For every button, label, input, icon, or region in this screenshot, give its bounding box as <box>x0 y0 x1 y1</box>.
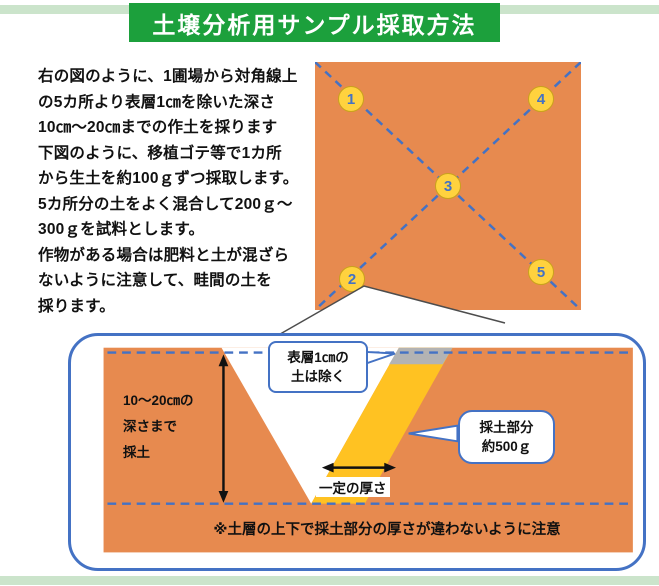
marker-label: 3 <box>443 177 453 195</box>
arrowhead-right <box>384 462 396 473</box>
thickness-label: 一定の厚さ <box>316 477 390 497</box>
depth-label-line: 10～20㎝の <box>123 393 194 408</box>
surface-note-line: 土は除く <box>291 369 345 384</box>
sample-point-marker-4: 4 <box>528 86 554 112</box>
surface-layer-note-bubble: 表層1㎝の 土は除く <box>268 341 368 393</box>
instruction-line: ないように注意して、畦間の土を <box>38 272 272 289</box>
sample-bubble-line: 採土部分 <box>479 420 534 435</box>
sample-point-marker-5: 5 <box>528 259 554 285</box>
arrowhead-left <box>321 462 334 473</box>
instruction-line: 作物がある場合は肥料と土が混ざら <box>38 246 290 264</box>
instruction-line: から生土を約100ｇずつ採取します。 <box>38 170 299 187</box>
caution-note: ※土層の上下で採土部分の厚さが違わないように注意 <box>213 522 561 538</box>
sample-slice <box>311 347 453 504</box>
marker-label: 5 <box>536 263 546 281</box>
instruction-line: 5カ所分の土をよく混合して200ｇ～ <box>38 195 293 213</box>
depth-label-line: 深さまで <box>123 419 177 434</box>
surface-note-line: 表層1㎝の <box>287 350 349 365</box>
marker-label: 1 <box>346 90 356 108</box>
depth-label: 10～20㎝の 深さまで 採土 <box>123 388 194 466</box>
sample-bubble-line: 約500ｇ <box>481 439 532 454</box>
marker-label: 2 <box>347 270 357 288</box>
instruction-line: 採ります。 <box>38 297 115 315</box>
bottom-green-strip <box>0 576 659 585</box>
marker-label: 4 <box>536 90 546 108</box>
arrowhead-down <box>218 490 229 503</box>
sample-portion-bubble: 採土部分 約500ｇ <box>458 410 555 464</box>
surface-layer <box>389 347 453 365</box>
title-banner: 土壌分析用サンプル採取方法 <box>129 3 500 42</box>
cross-section-panel: 表層1㎝の 土は除く 10～20㎝の 深さまで 採土 採土部分 約500ｇ 一定… <box>68 333 646 571</box>
instructions-text: 右の図のように、1圃場から対角線上 の5カ所より表層1㎝を除いた深さ 10㎝～2… <box>38 64 316 319</box>
sample-point-marker-3: 3 <box>435 173 461 199</box>
field-top-view-diagram: 1 2 3 4 5 <box>315 62 581 310</box>
sample-bubble-tail <box>408 424 459 443</box>
page-title: 土壌分析用サンプル採取方法 <box>152 11 477 38</box>
depth-label-line: 採土 <box>123 445 150 460</box>
arrowhead-up <box>218 354 229 367</box>
instruction-line: の5カ所より表層1㎝を除いた深さ <box>38 93 276 111</box>
sample-point-marker-1: 1 <box>338 86 364 112</box>
sample-point-marker-2: 2 <box>339 266 365 292</box>
instruction-line: 右の図のように、1圃場から対角線上 <box>38 68 298 85</box>
instruction-line: 下図のように、移植ゴテ等で1カ所 <box>38 144 282 162</box>
instruction-line: 10㎝～20㎝までの作土を採ります <box>38 119 278 136</box>
instruction-line: 300ｇを試料とします。 <box>38 221 205 238</box>
